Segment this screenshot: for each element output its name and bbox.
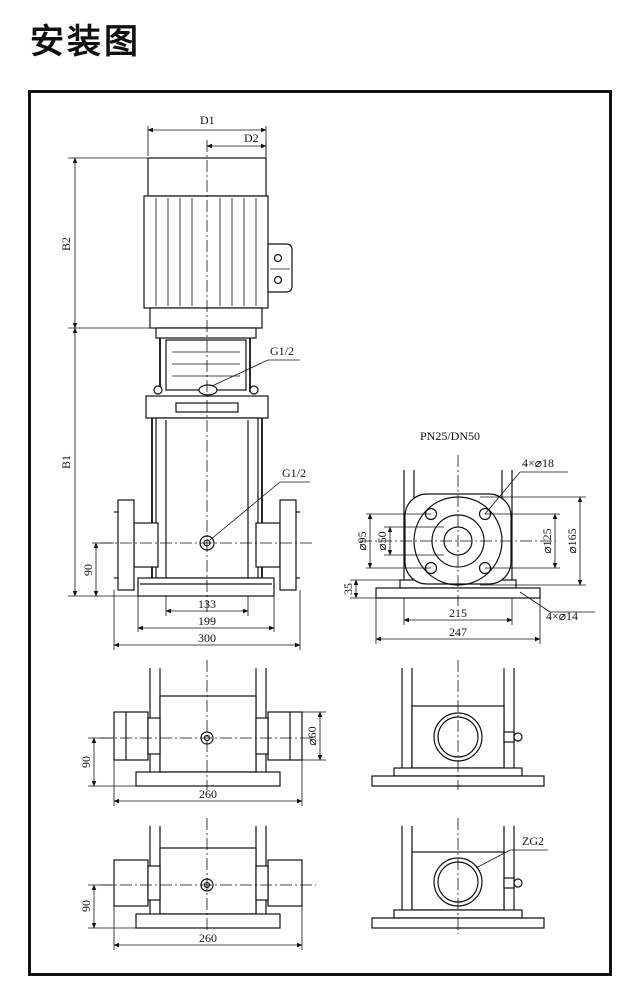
label-drain-port: G1/2 — [282, 466, 306, 480]
threaded-front-view — [100, 660, 316, 790]
label-zg2: ZG2 — [522, 834, 544, 848]
label-flange-standard: PN25/DN50 — [420, 429, 480, 443]
dim-90-bot: 90 — [79, 900, 93, 912]
front-view-dimensions: D1 D2 B2 B1 90 133 199 300 G1/2 — [59, 113, 310, 650]
dim-300: 300 — [198, 631, 216, 645]
dim-215: 215 — [449, 606, 467, 620]
dim-133: 133 — [198, 597, 216, 611]
drawing-frame — [28, 90, 612, 976]
label-d1: D1 — [200, 113, 215, 127]
dim-50: ⌀50 — [375, 531, 389, 550]
bottom-front-view — [100, 818, 316, 932]
motor — [143, 157, 293, 329]
dim-35: 35 — [341, 583, 355, 595]
dim-199: 199 — [198, 614, 216, 628]
threaded-front-dimensions: 90 260 ⌀60 — [79, 711, 326, 806]
label-d2: D2 — [244, 131, 259, 145]
dim-260-bot: 260 — [199, 931, 217, 945]
dim-90-front: 90 — [81, 564, 95, 576]
flange-dimensions: 4×⌀18 ⌀95 ⌀50 ⌀125 ⌀165 35 215 2 — [341, 456, 595, 644]
bottom-side-view: ZG2 — [371, 818, 548, 934]
dim-260-mid: 260 — [199, 787, 217, 801]
label-flange-bolts: 4×⌀18 — [522, 456, 554, 470]
page-title: 安装图 — [30, 22, 141, 62]
dim-125: ⌀125 — [540, 528, 554, 553]
coupling — [153, 327, 259, 396]
label-base-holes: 4×⌀14 — [546, 609, 578, 623]
dim-60: ⌀60 — [305, 726, 319, 745]
label-vent-port: G1/2 — [270, 344, 294, 358]
dim-90-mid: 90 — [79, 756, 93, 768]
front-view — [100, 140, 312, 615]
label-b1: B1 — [59, 455, 73, 469]
threaded-side-view — [371, 660, 545, 790]
label-b2: B2 — [59, 237, 73, 251]
flange-side-view: PN25/DN50 — [360, 429, 556, 606]
dim-165: ⌀165 — [565, 528, 579, 553]
bottom-front-dimensions: 90 260 — [79, 884, 303, 950]
dim-247: 247 — [449, 625, 467, 639]
dim-95: ⌀95 — [355, 531, 369, 550]
